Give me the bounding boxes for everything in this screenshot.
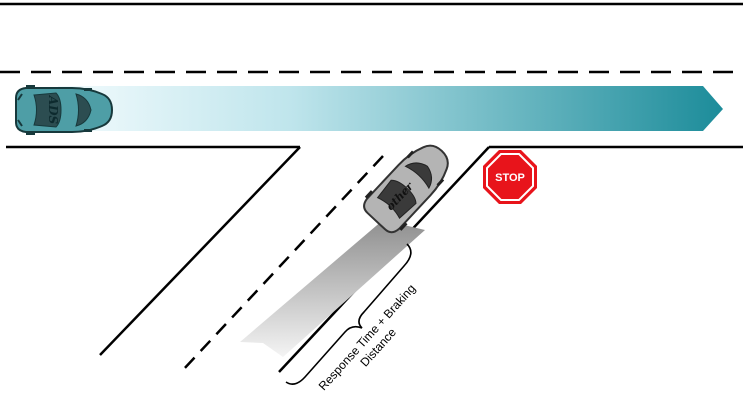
stop-sign: STOP: [483, 150, 537, 204]
ads-car: ADS: [15, 85, 114, 135]
ads-car-label: ADS: [46, 95, 60, 125]
other-car: other: [363, 144, 449, 234]
stop-sign-text: STOP: [495, 172, 525, 184]
side-road-center-dashed-line: [181, 155, 384, 372]
side-road-left-edge: [99, 146, 301, 356]
other-car-path-band: [240, 220, 425, 357]
braking-distance-bracket: [285, 243, 412, 385]
ads-path-arrow: [58, 86, 723, 131]
